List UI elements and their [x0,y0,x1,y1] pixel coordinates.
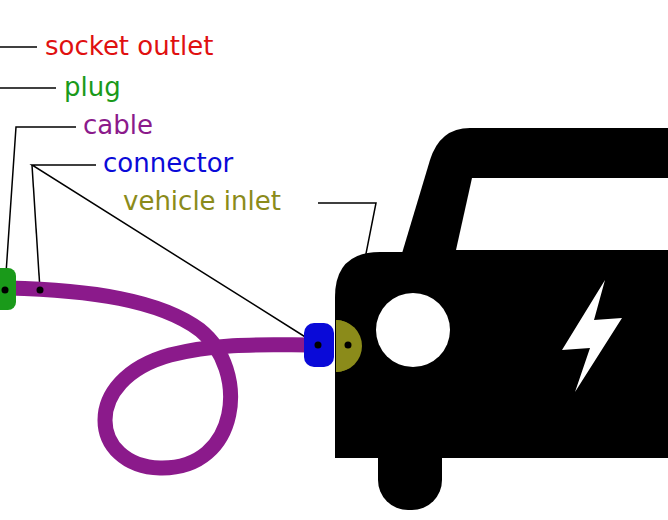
part-label: connector [101,148,235,178]
plug [0,268,16,310]
leader-dot [2,287,9,294]
car-wheel [378,420,442,510]
headlight [376,293,450,367]
lightning-bolt [562,280,622,392]
part-label: socket outlet [43,31,215,61]
leader-line [32,165,40,290]
part-label: cable [81,110,155,140]
leader-dot [345,342,352,349]
part-label: plug [62,72,123,102]
car-window [456,178,668,250]
car [335,128,668,510]
leader-dot [37,287,44,294]
car-cabin [400,128,668,260]
vehicle-inlet [336,320,362,372]
cable [8,288,312,468]
leader-line [5,127,76,288]
leader-dots [2,287,352,349]
leader-line [0,87,56,89]
part-label: vehicle inlet [121,186,283,216]
leader-lines [0,47,376,345]
car-body [335,252,668,458]
connector [304,323,334,367]
leader-dot [315,342,322,349]
leader-line [0,46,37,48]
vehicle-inlet [336,320,360,372]
